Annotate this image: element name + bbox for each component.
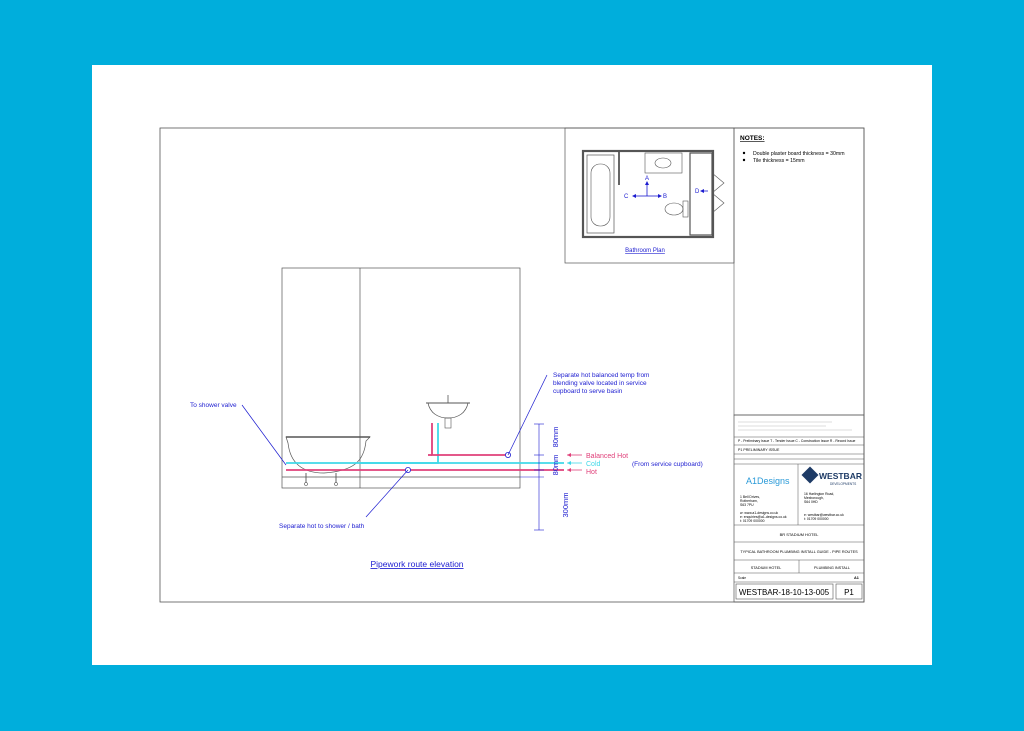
a1-contact-line: w: www.a1-designs.co.uk [740, 511, 778, 515]
callout-separate-hot: Separate hot to shower / bath [279, 523, 365, 530]
plan-basin [644, 152, 683, 174]
revision-box [835, 583, 863, 600]
a1-contact-line: e: enquiries@a1-designs.co.uk [740, 515, 787, 519]
westbar-address-line: 16 Harlington Road, [804, 492, 834, 496]
westbar-address-line: S64 0HD [804, 500, 818, 504]
notes-heading: NOTES: [740, 135, 765, 142]
plan-bath [586, 154, 615, 234]
drawing-sheet: NOTES: Double plaster board thickness = … [92, 65, 932, 665]
elevation-wall-outline [281, 267, 521, 489]
bathroom-plan: A B C D Bathroom Plan [564, 127, 735, 264]
westbar-contact-line: t: 01709 000000 [804, 517, 829, 521]
plan-caption: Bathroom Plan [625, 248, 665, 254]
dimension-label-300: 300mm [561, 492, 570, 517]
plan-marker-d: D [695, 189, 700, 195]
plan-marker-a: A [645, 176, 649, 182]
notes-panel: NOTES: Double plaster board thickness = … [733, 127, 865, 416]
drawing-border [159, 127, 865, 603]
note-item: Double plaster board thickness = 30mm [753, 151, 845, 157]
plan-marker-c: C [624, 194, 629, 200]
package-name: PLUMBING INSTALL [814, 566, 850, 570]
legend-cold: Cold [586, 461, 601, 468]
a1-address-line: 1 Bell Drives, [740, 495, 760, 499]
callout-balanced-hot-line-3: cupboard to serve basin [553, 388, 623, 395]
pipe-legend [567, 453, 582, 472]
client-title: BR STADIUM HOTEL [780, 532, 820, 537]
westbar-logo-subtext: DEVELOPMENTS [830, 482, 856, 486]
dimension-label-80-upper: 80mm [551, 427, 560, 448]
plan-service-cupboard [689, 152, 713, 236]
a1-address-line: S63 7PU [740, 503, 754, 507]
note-bullet [742, 151, 746, 155]
callout-shower-valve: To shower valve [190, 402, 237, 409]
callout-balanced-hot-line-1: Separate hot balanced temp from [553, 372, 649, 379]
a1-contact-line: t: 01709 000000 [740, 519, 765, 523]
note-item: Tile thickness = 15mm [753, 158, 805, 164]
westbar-logo-text: WESTBAR [819, 471, 862, 481]
revision: P1 [844, 588, 854, 597]
status-options: P - Preliminary Issue T - Tender Issue C… [738, 439, 855, 443]
drawing-title: TYPICAL BATHROOM PLUMBING INSTALL GUIDE … [740, 550, 858, 554]
callout-balanced-hot-line-2: blending valve located in service [553, 380, 647, 387]
technical-drawing: NOTES: Double plaster board thickness = … [159, 127, 865, 603]
plan-marker-b: B [663, 194, 667, 200]
leader-shower-valve [241, 404, 287, 466]
sheet-size: A1 [854, 576, 859, 580]
scale-label: Scale [738, 576, 746, 580]
title-block: P - Preliminary Issue T - Tender Issue C… [733, 414, 865, 603]
legend-hot: Hot [586, 469, 597, 476]
a1-address-line: Rotherham, [740, 499, 758, 503]
elevation-caption: Pipework route elevation [370, 559, 463, 569]
westbar-contact-line: e: westbar@westbar.co.uk [804, 513, 844, 517]
pipework-elevation: 80mm 80mm 300mm Balanced Hot Cold Hot (F… [190, 267, 703, 569]
legend-balanced-hot: Balanced Hot [586, 453, 628, 460]
elevation-basin [426, 395, 470, 429]
drawing-number-box [735, 583, 834, 600]
balanced-hot-pipe [431, 423, 510, 456]
dimension-lines [520, 423, 544, 531]
dimension-label-80-lower: 80mm [551, 455, 560, 476]
cold-pipe [286, 423, 439, 464]
a1-designs-logo: A1Designs [746, 476, 790, 486]
service-cupboard-note: (From service cupboard) [632, 461, 703, 468]
plan-wc [664, 202, 684, 216]
westbar-logo: WESTBAR DEVELOPMENTS [801, 466, 862, 486]
drawing-number: WESTBAR-18-10-13-005 [739, 588, 830, 597]
elevation-bath [285, 436, 371, 486]
leader-separate-hot [365, 469, 409, 518]
issue-row: P1 PRELIMINARY ISSUE [738, 448, 780, 452]
leader-balanced-hot [507, 374, 548, 456]
note-bullet [742, 158, 746, 162]
site-name: STADIUM HOTEL [751, 566, 782, 570]
westbar-address-line: Mexborough, [804, 496, 824, 500]
